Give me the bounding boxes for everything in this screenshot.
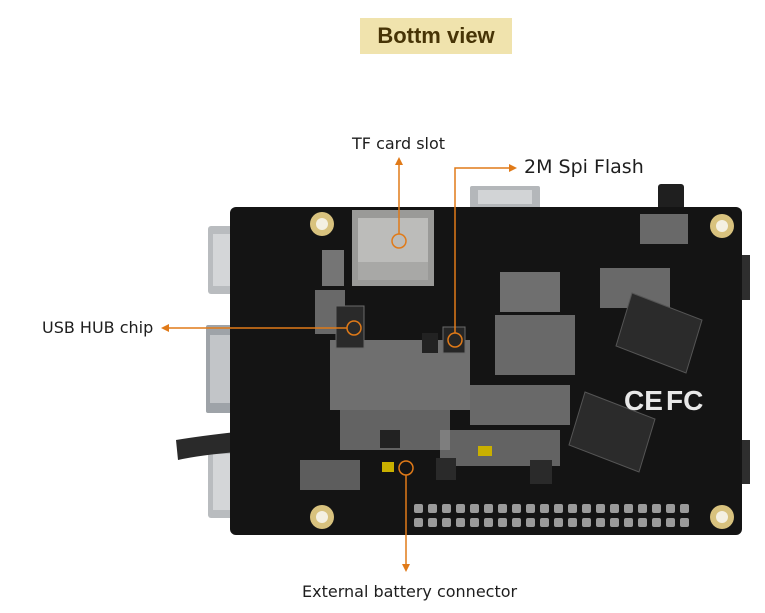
left-edge-connectors <box>176 226 238 518</box>
right-edge-connectors <box>740 255 750 484</box>
gpio-pad <box>680 518 689 527</box>
gpio-pad <box>456 504 465 513</box>
ram-chip-upper <box>615 292 703 374</box>
fcc-mark: FC <box>666 385 703 416</box>
ram-chips <box>568 292 703 473</box>
component-cluster-center <box>300 214 688 490</box>
usb-hub-chip <box>335 305 365 349</box>
ce-mark: CE <box>624 385 663 416</box>
callout-lines <box>168 163 510 566</box>
gpio-header <box>414 504 689 527</box>
arrow-down-icon <box>402 564 410 572</box>
gpio-pad <box>442 518 451 527</box>
gpio-pad <box>596 518 605 527</box>
gpio-pad <box>498 504 507 513</box>
gpio-pad <box>624 518 633 527</box>
gpio-pad <box>610 504 619 513</box>
gpio-pad <box>666 504 675 513</box>
gpio-pad <box>414 518 423 527</box>
top-edge-connectors <box>470 184 684 210</box>
gpio-pad <box>428 504 437 513</box>
mounting-holes <box>310 212 734 529</box>
callout-arrows <box>161 157 517 572</box>
gpio-pad <box>428 518 437 527</box>
gpio-pad <box>498 518 507 527</box>
gpio-pad <box>470 518 479 527</box>
gpio-pad <box>484 518 493 527</box>
ram-chip-lower <box>568 391 656 473</box>
view-title: Bottm view <box>360 18 512 54</box>
gpio-pad <box>540 504 549 513</box>
gpio-pad <box>652 504 661 513</box>
gpio-pad <box>526 504 535 513</box>
gpio-pad <box>512 518 521 527</box>
spi-flash-chip <box>442 326 466 354</box>
gpio-pad <box>582 504 591 513</box>
gpio-pad <box>610 518 619 527</box>
gpio-pad <box>526 518 535 527</box>
gpio-pad <box>568 504 577 513</box>
usb-hub-chip-label: USB HUB chip <box>42 318 154 337</box>
spi-flash-label: 2M Spi Flash <box>524 156 644 178</box>
gpio-pad <box>512 504 521 513</box>
gpio-pad <box>484 504 493 513</box>
gpio-pad <box>442 504 451 513</box>
battery-connector-label: External battery connector <box>302 582 518 601</box>
gpio-pad <box>568 518 577 527</box>
chips <box>335 305 552 484</box>
gpio-pad <box>414 504 423 513</box>
gpio-pad <box>624 504 633 513</box>
gpio-pad <box>666 518 675 527</box>
gpio-pad <box>596 504 605 513</box>
antenna-cable <box>176 432 238 460</box>
tf-card-slot <box>352 210 434 286</box>
gpio-pad <box>456 518 465 527</box>
gpio-pad <box>638 518 647 527</box>
arrow-left-icon <box>161 324 169 332</box>
arrow-up-icon <box>395 157 403 165</box>
arrow-right-icon <box>509 164 517 172</box>
gpio-pad <box>680 504 689 513</box>
battery-connector <box>382 462 394 472</box>
audio-jack <box>658 184 684 210</box>
gpio-pad <box>540 518 549 527</box>
gpio-pad <box>582 518 591 527</box>
gpio-pad <box>652 518 661 527</box>
gpio-pad <box>470 504 479 513</box>
tf-card-slot-label: TF card slot <box>352 134 446 153</box>
gpio-pad <box>638 504 647 513</box>
gpio-pad <box>554 518 563 527</box>
gpio-pad <box>554 504 563 513</box>
